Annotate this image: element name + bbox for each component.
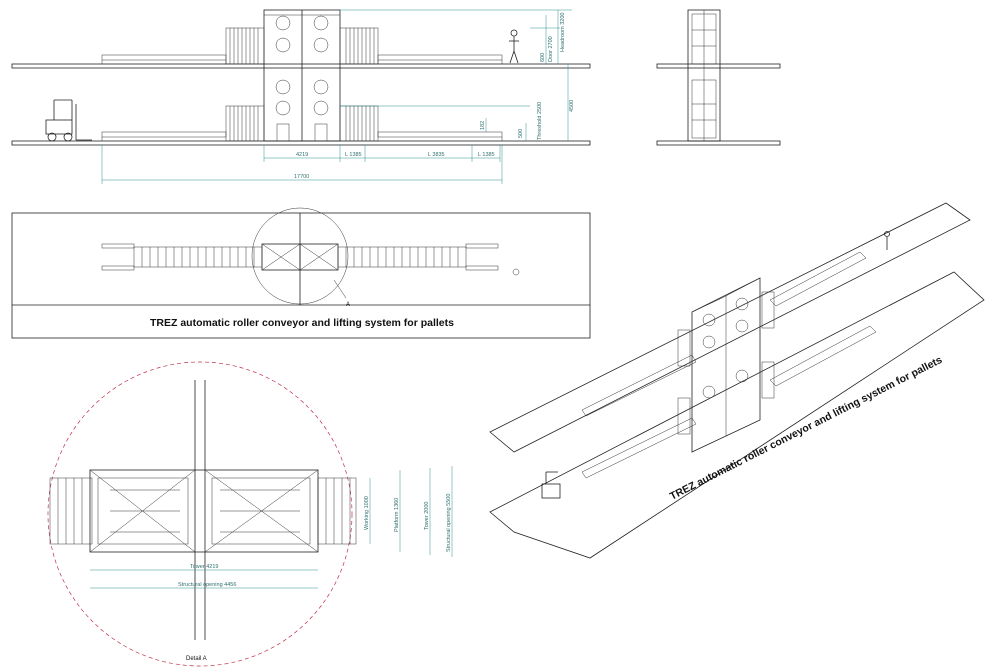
operator-top-view-icon xyxy=(512,268,520,276)
dim-4219: 4219 xyxy=(296,152,308,158)
detail-dim-tower-height: Tower 2000 xyxy=(424,502,430,530)
detail-a-boundary-circle xyxy=(47,361,353,667)
detail-dim-structural-height: Structural opening 5500 xyxy=(446,494,452,552)
dim-3835: L 3835 xyxy=(428,152,445,158)
dim-17700: 17700 xyxy=(294,174,309,180)
iso-lower-floor xyxy=(489,271,985,559)
vertical-dimension-lines xyxy=(340,9,572,141)
lower-floor-slab xyxy=(11,140,591,146)
lower-roller-conveyors xyxy=(101,131,503,141)
detail-dim-structural-width: Structural opening 4456 xyxy=(178,582,236,588)
upper-roller-conveyors xyxy=(101,54,503,64)
operator-figure-icon xyxy=(509,29,519,64)
dim-1385-a: L 1385 xyxy=(345,152,362,158)
detail-a-callout-circle xyxy=(251,207,349,305)
upper-safety-fences xyxy=(225,27,379,65)
detail-a-view: Tower 4219 Structural opening 4456 Worki… xyxy=(47,361,453,667)
upper-floor-slab xyxy=(11,63,591,69)
iso-operator-icon xyxy=(884,231,890,250)
dim-1385-b: L 1385 xyxy=(478,152,495,158)
plan-view: A TREZ automatic roller conveyor and lif… xyxy=(11,207,591,339)
detail-a-marker: A xyxy=(346,302,350,308)
side-elevation xyxy=(656,9,781,146)
detail-dim-tower-width: Tower 4219 xyxy=(190,564,218,570)
iso-upper-floor xyxy=(489,202,971,453)
dim-threshold: Threshold 2500 xyxy=(537,102,543,140)
dim-4500: 4500 xyxy=(569,100,575,112)
drawing-title: TREZ automatic roller conveyor and lifti… xyxy=(150,317,454,329)
dim-500: 500 xyxy=(518,129,524,138)
forklift-icon xyxy=(45,99,92,142)
plan-frame xyxy=(11,212,591,339)
dim-headroom: Headroom 3200 xyxy=(560,13,566,52)
horizontal-dimension-lines xyxy=(101,145,503,184)
dim-600: 600 xyxy=(540,53,546,62)
iso-forklift-icon xyxy=(541,471,561,499)
detail-dim-platform: Platform 1360 xyxy=(394,498,400,532)
isometric-view: TREZ automatic roller conveyor and lifti… xyxy=(489,202,985,559)
iso-drawing-title: TREZ automatic roller conveyor and lifti… xyxy=(668,354,944,503)
lower-safety-fences xyxy=(225,105,379,142)
dim-182: 182 xyxy=(480,121,486,130)
dim-door: Door 2700 xyxy=(548,36,554,62)
detail-a-label: Detail A xyxy=(186,656,207,662)
lift-tower xyxy=(263,9,341,142)
front-elevation: Door 2700 Headroom 3200 600 4500 Thresho… xyxy=(11,9,591,184)
detail-dim-working: Working 1000 xyxy=(364,496,370,530)
